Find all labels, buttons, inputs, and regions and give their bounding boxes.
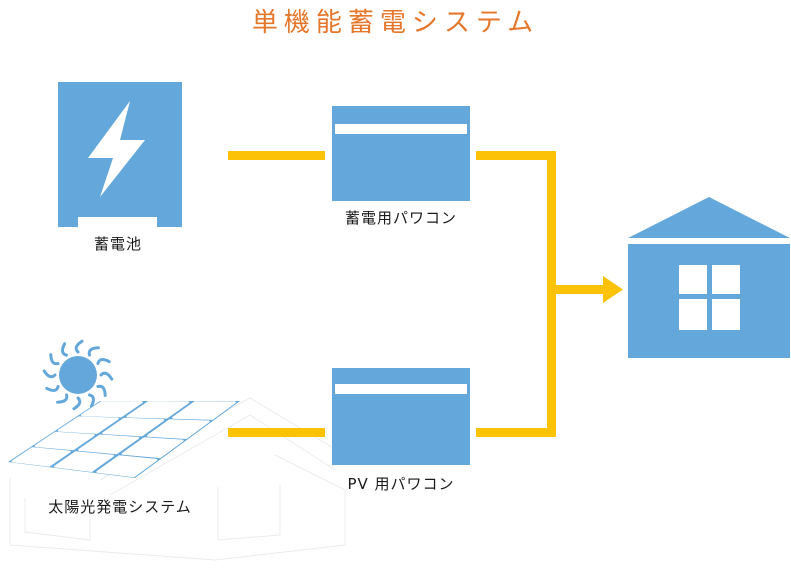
sun-ray (45, 385, 60, 392)
solar-cell (53, 451, 115, 473)
battery-label: 蓄電池 (93, 235, 142, 253)
pv-inverter-node[interactable] (332, 368, 470, 465)
sun-ray (42, 369, 57, 379)
sun-ray (88, 393, 95, 408)
window-icon (679, 265, 740, 330)
sun-ray (72, 396, 82, 411)
connectors (228, 151, 623, 437)
solar-cell (80, 401, 143, 418)
solar-cell (96, 455, 158, 478)
battery-inverter-display (335, 124, 467, 134)
sun-ray (61, 342, 68, 357)
solar-cell (78, 434, 140, 455)
sun-ray (56, 393, 69, 404)
house-body (628, 244, 790, 358)
sun-ray (49, 353, 60, 366)
battery-inverter-label: 蓄電用パワコン (344, 209, 457, 227)
sun-ray (96, 358, 111, 365)
connector-bus-vertical (547, 151, 556, 437)
connector-to-house (556, 285, 604, 294)
sun-ray (99, 371, 114, 381)
battery-inverter-body (332, 106, 470, 201)
lightning-bolt-icon (88, 101, 145, 197)
solar-cell (102, 417, 165, 437)
solar-panel-icon (8, 401, 240, 478)
solar-cell (172, 401, 236, 420)
battery-node[interactable] (58, 82, 182, 227)
solar-cell (121, 437, 184, 459)
solar-cell (57, 416, 119, 434)
house-roof (628, 197, 790, 238)
sun-ray (96, 384, 107, 397)
solar-cell (34, 431, 95, 451)
house-node[interactable] (628, 197, 790, 358)
connector-solar-to-inverter (228, 428, 325, 437)
sun-ray (74, 339, 84, 354)
solar-cell (146, 419, 210, 439)
connector-battery-inverter-out (476, 151, 556, 160)
solar-label: 太陽光発電システム (48, 498, 192, 516)
battery-inverter-node[interactable] (332, 106, 470, 201)
pv-inverter-display (335, 384, 467, 394)
diagram-title: 単機能蓄電システム (251, 8, 540, 38)
sun-icon (42, 339, 114, 411)
connector-battery-to-inverter (228, 151, 325, 160)
pv-inverter-label: PV 用パワコン (347, 475, 455, 493)
sun-disc (59, 356, 97, 394)
solar-cell (11, 447, 71, 467)
arrow-head-icon (603, 276, 623, 303)
sun-ray (87, 346, 100, 357)
connector-pv-inverter-out (476, 428, 556, 437)
pv-inverter-body (332, 368, 470, 465)
solar-cell (126, 401, 190, 419)
